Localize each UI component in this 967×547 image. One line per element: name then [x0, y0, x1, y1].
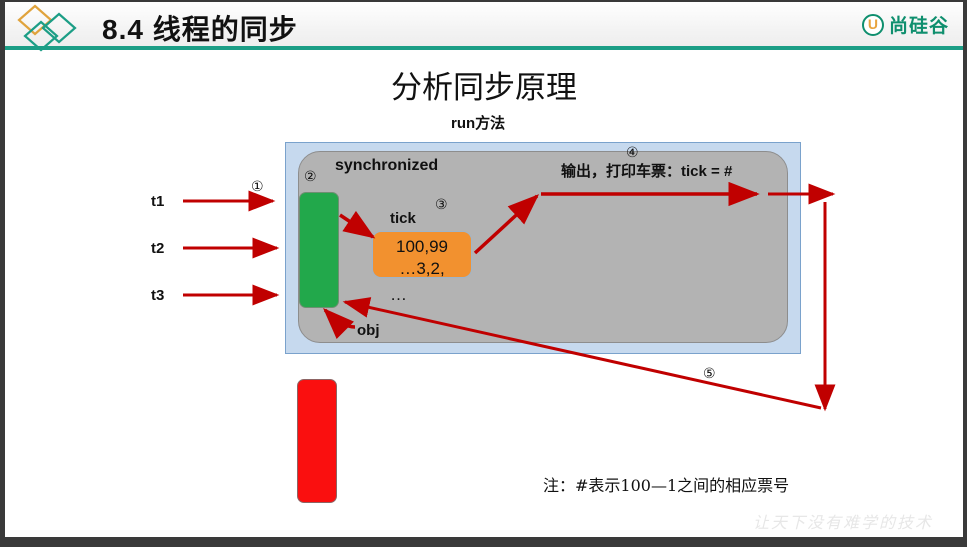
- main-title: 分析同步原理: [391, 70, 577, 106]
- tick-label: tick: [390, 210, 416, 227]
- thread-label-t1: t1: [151, 193, 165, 210]
- sub-title: run方法: [451, 115, 506, 132]
- step-marker-2: ②: [304, 169, 317, 185]
- watermark-text: 让天下没有难学的技术: [752, 513, 933, 532]
- synchronized-label: synchronized: [335, 157, 439, 174]
- page-title: 8.4 线程的同步: [102, 14, 298, 45]
- brand-name: 尚硅谷: [888, 16, 949, 37]
- obj-label: obj: [357, 322, 380, 339]
- footnote: 注：#表示100—1之间的相应票号: [543, 476, 790, 495]
- lock-object-bar: [299, 192, 339, 308]
- header-divider: [5, 46, 963, 50]
- tick-ellipsis: …: [390, 285, 407, 304]
- tick-value-text: 100,99 …3,2,: [372, 236, 472, 280]
- step-marker-3: ③: [435, 197, 448, 213]
- brand-u-icon: U: [861, 13, 884, 36]
- tick-value-line2: …3,2,: [399, 259, 445, 278]
- tick-value-box: [372, 231, 472, 278]
- step-marker-5: ⑤: [703, 366, 716, 382]
- thread-label-t2: t2: [151, 240, 165, 257]
- blocked-thread-bar: [297, 379, 337, 503]
- output-label: 输出，打印车票：tick = #: [561, 163, 733, 180]
- step-marker-4: ④: [626, 145, 639, 161]
- slide-header: 8.4 线程的同步 U 尚硅谷: [5, 2, 963, 52]
- step-marker-1: ①: [251, 179, 264, 195]
- brand-logo: U 尚硅谷: [861, 11, 949, 38]
- tick-value-line1: 100,99: [396, 237, 448, 256]
- thread-label-t3: t3: [151, 287, 165, 304]
- diamonds-logo-icon: [13, 2, 91, 52]
- bottom-bar: [5, 537, 963, 547]
